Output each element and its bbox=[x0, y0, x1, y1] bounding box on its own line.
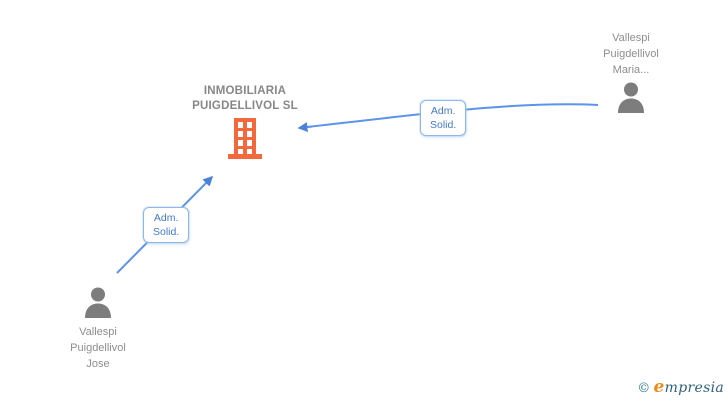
logo-rest: mpresia bbox=[664, 380, 724, 396]
person-icon[interactable] bbox=[83, 287, 113, 318]
company-node[interactable]: INMOBILIARIA PUIGDELLIVOL SL bbox=[155, 84, 335, 159]
relation-label-line1: Adm. bbox=[430, 105, 456, 117]
person-node-maria[interactable]: Vallespi Puigdellivol Maria... bbox=[570, 30, 692, 113]
relation-label-line2: Solid. bbox=[430, 119, 457, 131]
building-icon[interactable] bbox=[225, 118, 265, 159]
person-name-line: Maria... bbox=[612, 64, 650, 76]
empresia-logo[interactable]: ©empresia bbox=[637, 377, 724, 397]
company-name-line2: PUIGDELLIVOL SL bbox=[192, 100, 298, 112]
person-name-line: Puigdellivol bbox=[603, 48, 659, 60]
person-name-line: Jose bbox=[86, 358, 110, 370]
company-name-line1: INMOBILIARIA bbox=[203, 85, 287, 97]
person-icon[interactable] bbox=[616, 82, 646, 113]
relation-label-line1: Adm. bbox=[153, 212, 179, 224]
person-name-line: Vallespi bbox=[612, 32, 650, 44]
person-name-line: Vallespi bbox=[79, 326, 117, 338]
copyright-icon: © bbox=[637, 381, 651, 396]
logo-initial: e bbox=[653, 377, 665, 397]
relation-label-line2: Solid. bbox=[153, 226, 180, 238]
edge-maria-to-company bbox=[297, 103, 599, 133]
relation-label-maria: Adm. Solid. bbox=[420, 100, 467, 136]
relation-label-jose: Adm. Solid. bbox=[143, 207, 190, 243]
person-node-jose[interactable]: Vallespi Puigdellivol Jose bbox=[38, 287, 158, 372]
person-name-line: Puigdellivol bbox=[70, 342, 126, 354]
